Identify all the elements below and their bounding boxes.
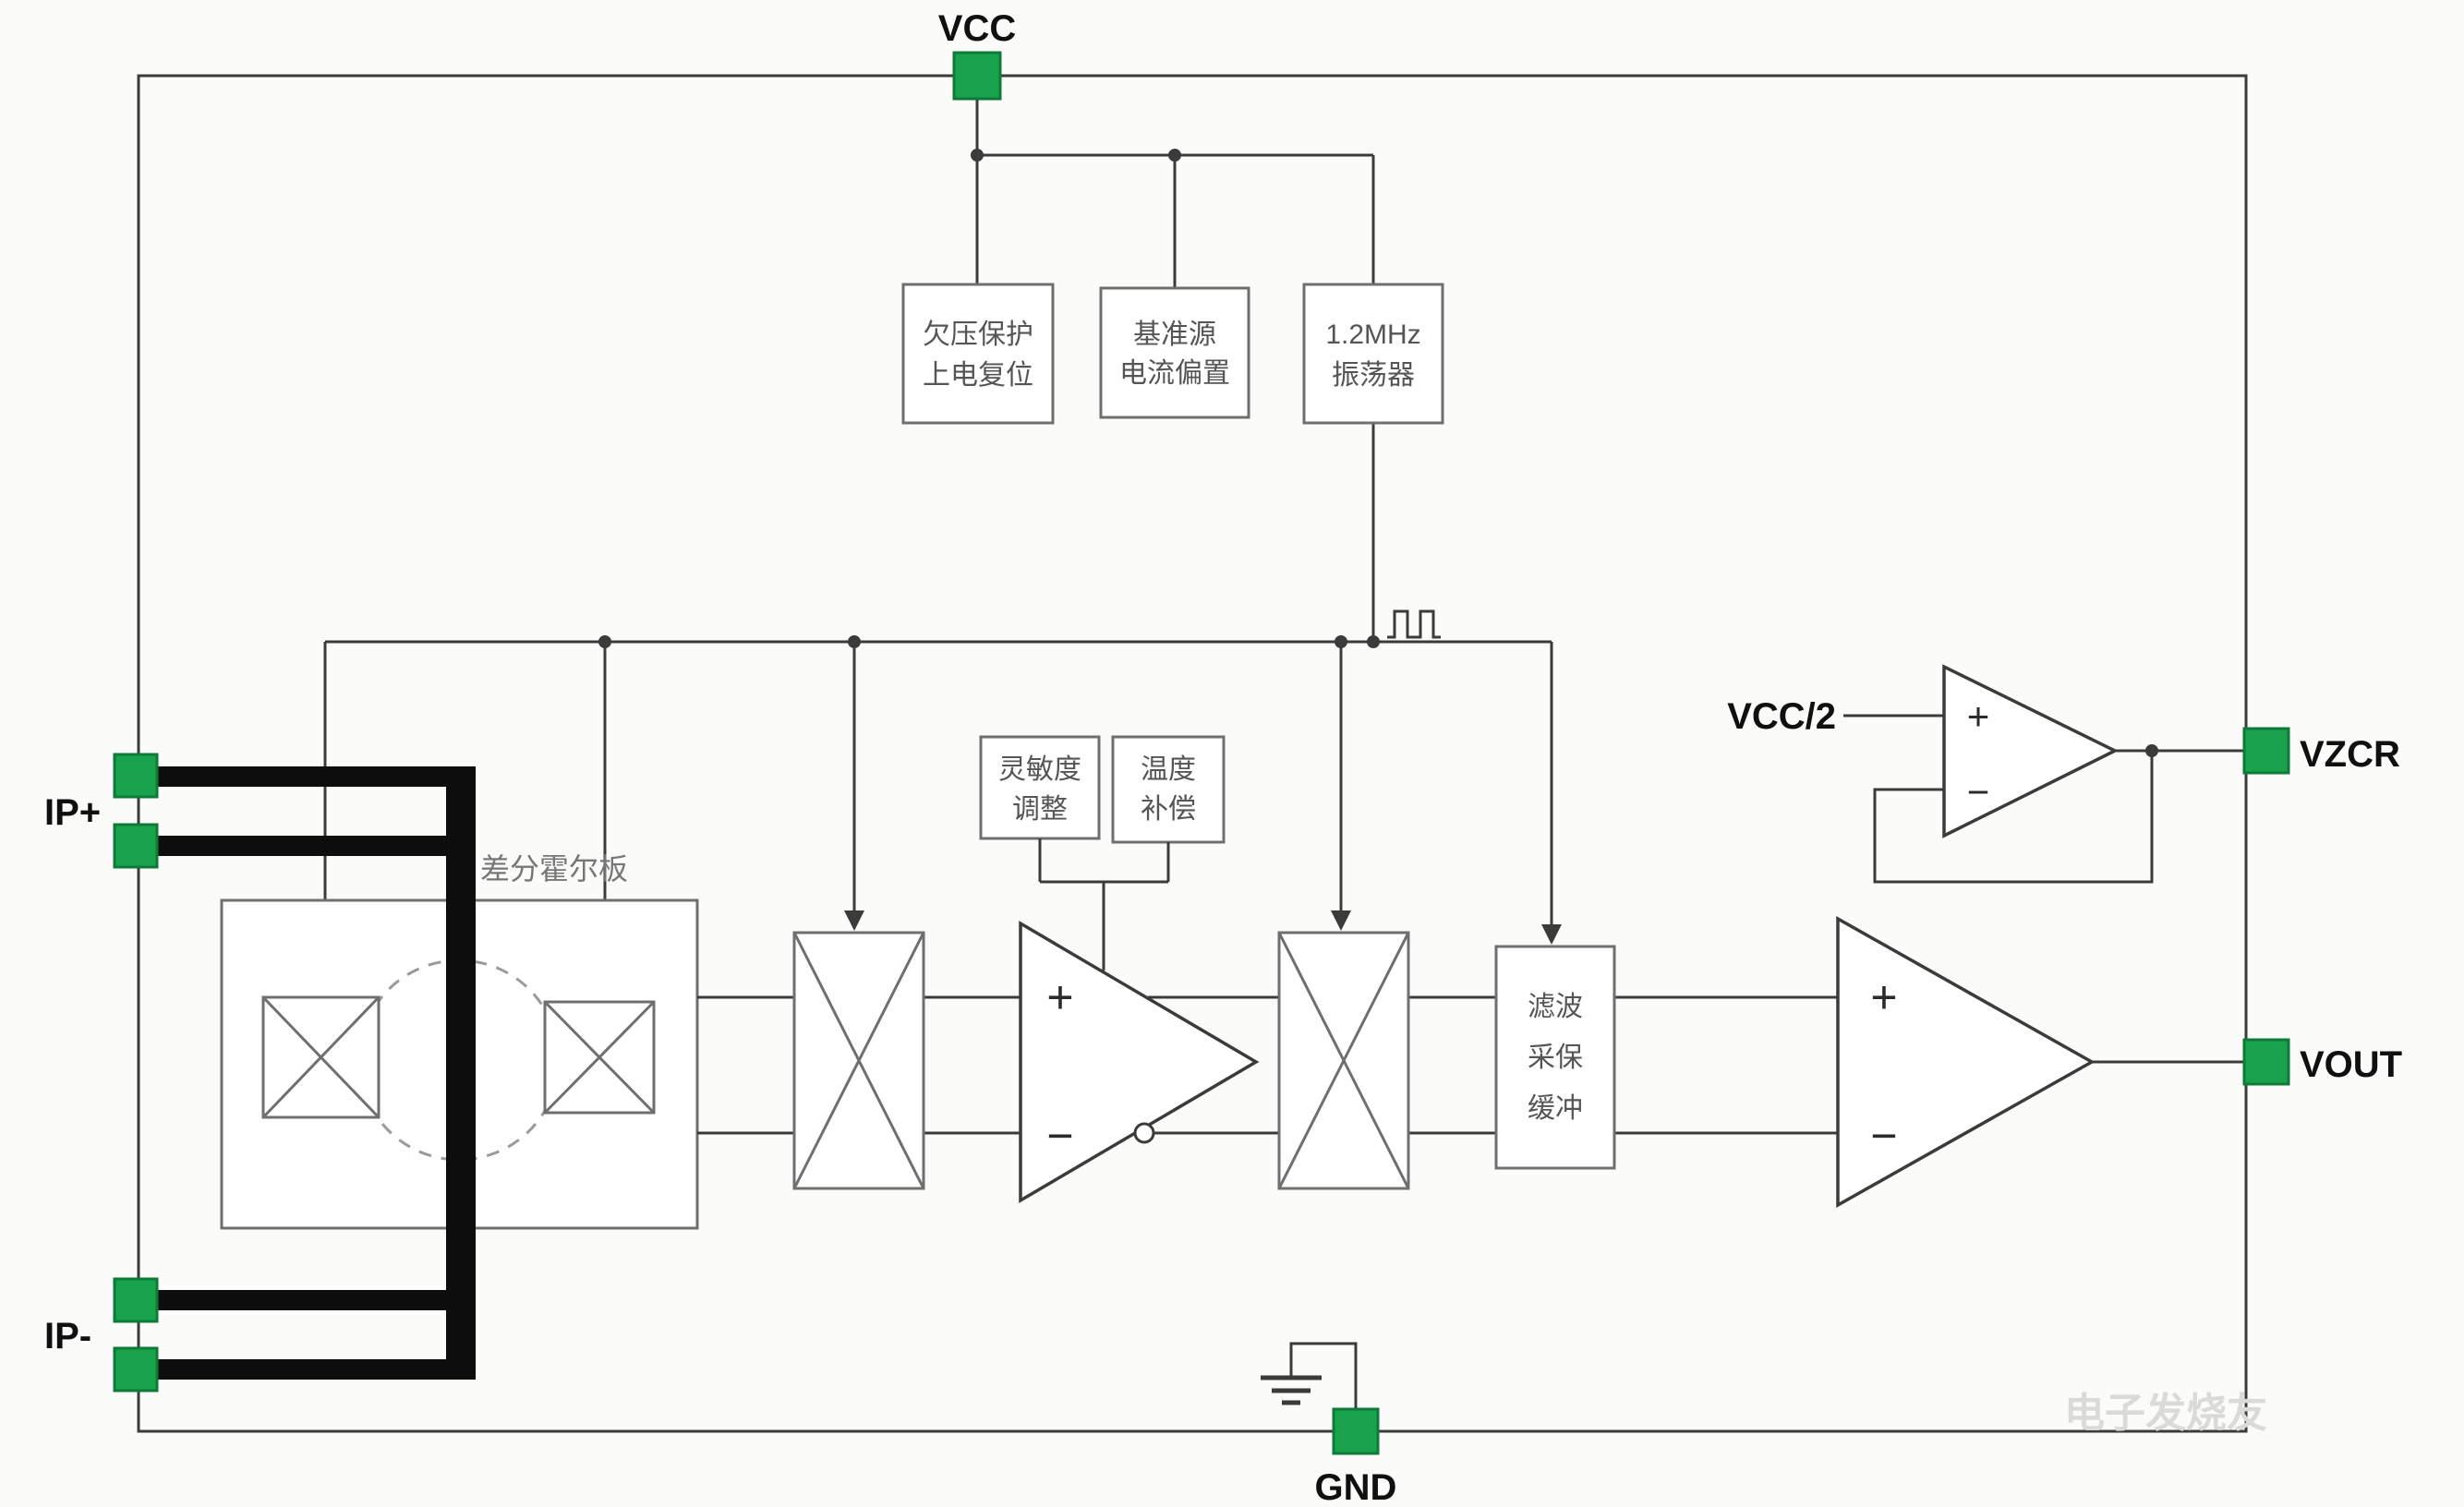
junction-dot: [1335, 635, 1347, 648]
block-oscillator: 1.2MHz 振荡器: [1302, 283, 1444, 425]
block-bias-label: 电流偏置: [1119, 358, 1230, 389]
ip-plus-pad: [113, 753, 159, 799]
block-sensitivity: 灵敏度 调整: [979, 735, 1101, 840]
ip-minus-pad: [113, 1346, 159, 1392]
junction-dot: [1367, 635, 1380, 648]
ip-minus-pad: [113, 1277, 159, 1323]
minus-sign: −: [1870, 1110, 1897, 1162]
block-filter: 滤波 采保 缓冲: [1494, 945, 1616, 1170]
arrow-down-icon: [1331, 910, 1351, 931]
junction-dot: [848, 635, 861, 648]
pin-gnd: GND: [1315, 1407, 1397, 1507]
block-filter-label: 滤波: [1528, 992, 1583, 1022]
junction-dot: [2145, 744, 2158, 757]
ip-plus-pad: [113, 823, 159, 869]
gnd-pad: [1332, 1407, 1380, 1455]
junction-dot: [1168, 149, 1181, 162]
block-filter-label: 采保: [1528, 1043, 1583, 1073]
pin-vzcr: VZCR: [2242, 727, 2400, 775]
current-path: [157, 766, 476, 1380]
pin-vcc: VCC: [938, 8, 1016, 101]
vcc-pin-label: VCC: [938, 8, 1016, 49]
block-bias: 基准源 电流偏置: [1099, 286, 1250, 419]
pin-ip-minus: IP-: [44, 1277, 159, 1392]
vzcr-pin-label: VZCR: [2300, 734, 2400, 775]
block-temperature-label: 温度: [1141, 754, 1196, 785]
main-amplifier: + −: [1019, 920, 1260, 1204]
block-oscillator-label: 1.2MHz: [1325, 319, 1420, 350]
feedback-loop: [1873, 751, 2154, 884]
block-filter-label: 缓冲: [1528, 1093, 1583, 1124]
plus-sign: +: [1870, 971, 1897, 1023]
watermark: 电子发烧友: [2064, 1391, 2267, 1436]
chopper-1: [792, 931, 925, 1190]
hall-plate-label: 差分霍尔板: [480, 852, 628, 886]
minus-sign: −: [1967, 770, 1990, 814]
block-oscillator-label: 振荡器: [1332, 360, 1415, 391]
arrow-down-icon: [844, 910, 864, 931]
vout-pad: [2242, 1038, 2290, 1086]
vzcr-buffer: + − VCC/2: [1727, 664, 2246, 884]
ip-minus-pin-label: IP-: [44, 1316, 91, 1356]
ground-network: [1261, 1342, 1358, 1409]
plus-sign: +: [1967, 694, 1990, 738]
block-sensitivity-label: 调整: [1012, 794, 1068, 825]
conductor-bar: [446, 766, 476, 1380]
junction-dot: [971, 149, 984, 162]
junction-dot: [598, 635, 611, 648]
minus-sign: −: [1046, 1110, 1073, 1162]
signal-chain-wires: [697, 995, 2246, 1135]
block-temperature: 温度 补偿: [1111, 735, 1226, 844]
inverting-bubble: [1133, 1122, 1155, 1144]
power-rail: [971, 99, 1375, 288]
pin-vout: VOUT: [2242, 1038, 2402, 1086]
trim-connector: [1038, 838, 1170, 971]
vcc-pad: [952, 51, 1002, 101]
arrow-down-icon: [1541, 924, 1562, 945]
block-uvlo-label: 上电复位: [923, 360, 1033, 391]
vzcr-pad: [2242, 727, 2290, 775]
vcc-half-label: VCC/2: [1727, 696, 1836, 737]
output-amplifier: + −: [1836, 916, 2096, 1208]
clock-waveform-icon: [1387, 609, 1441, 639]
block-uvlo: 欠压保护 上电复位: [901, 283, 1055, 425]
plus-sign: +: [1046, 971, 1073, 1023]
block-temperature-label: 补偿: [1141, 794, 1196, 825]
block-sensitivity-label: 灵敏度: [998, 754, 1081, 785]
chopper-2: [1277, 931, 1410, 1190]
vout-pin-label: VOUT: [2300, 1044, 2402, 1085]
gnd-pin-label: GND: [1315, 1467, 1397, 1507]
ip-plus-pin-label: IP+: [44, 792, 101, 833]
block-bias-label: 基准源: [1133, 319, 1216, 350]
pin-ip-plus: IP+: [44, 753, 159, 869]
block-uvlo-label: 欠压保护: [923, 319, 1033, 350]
